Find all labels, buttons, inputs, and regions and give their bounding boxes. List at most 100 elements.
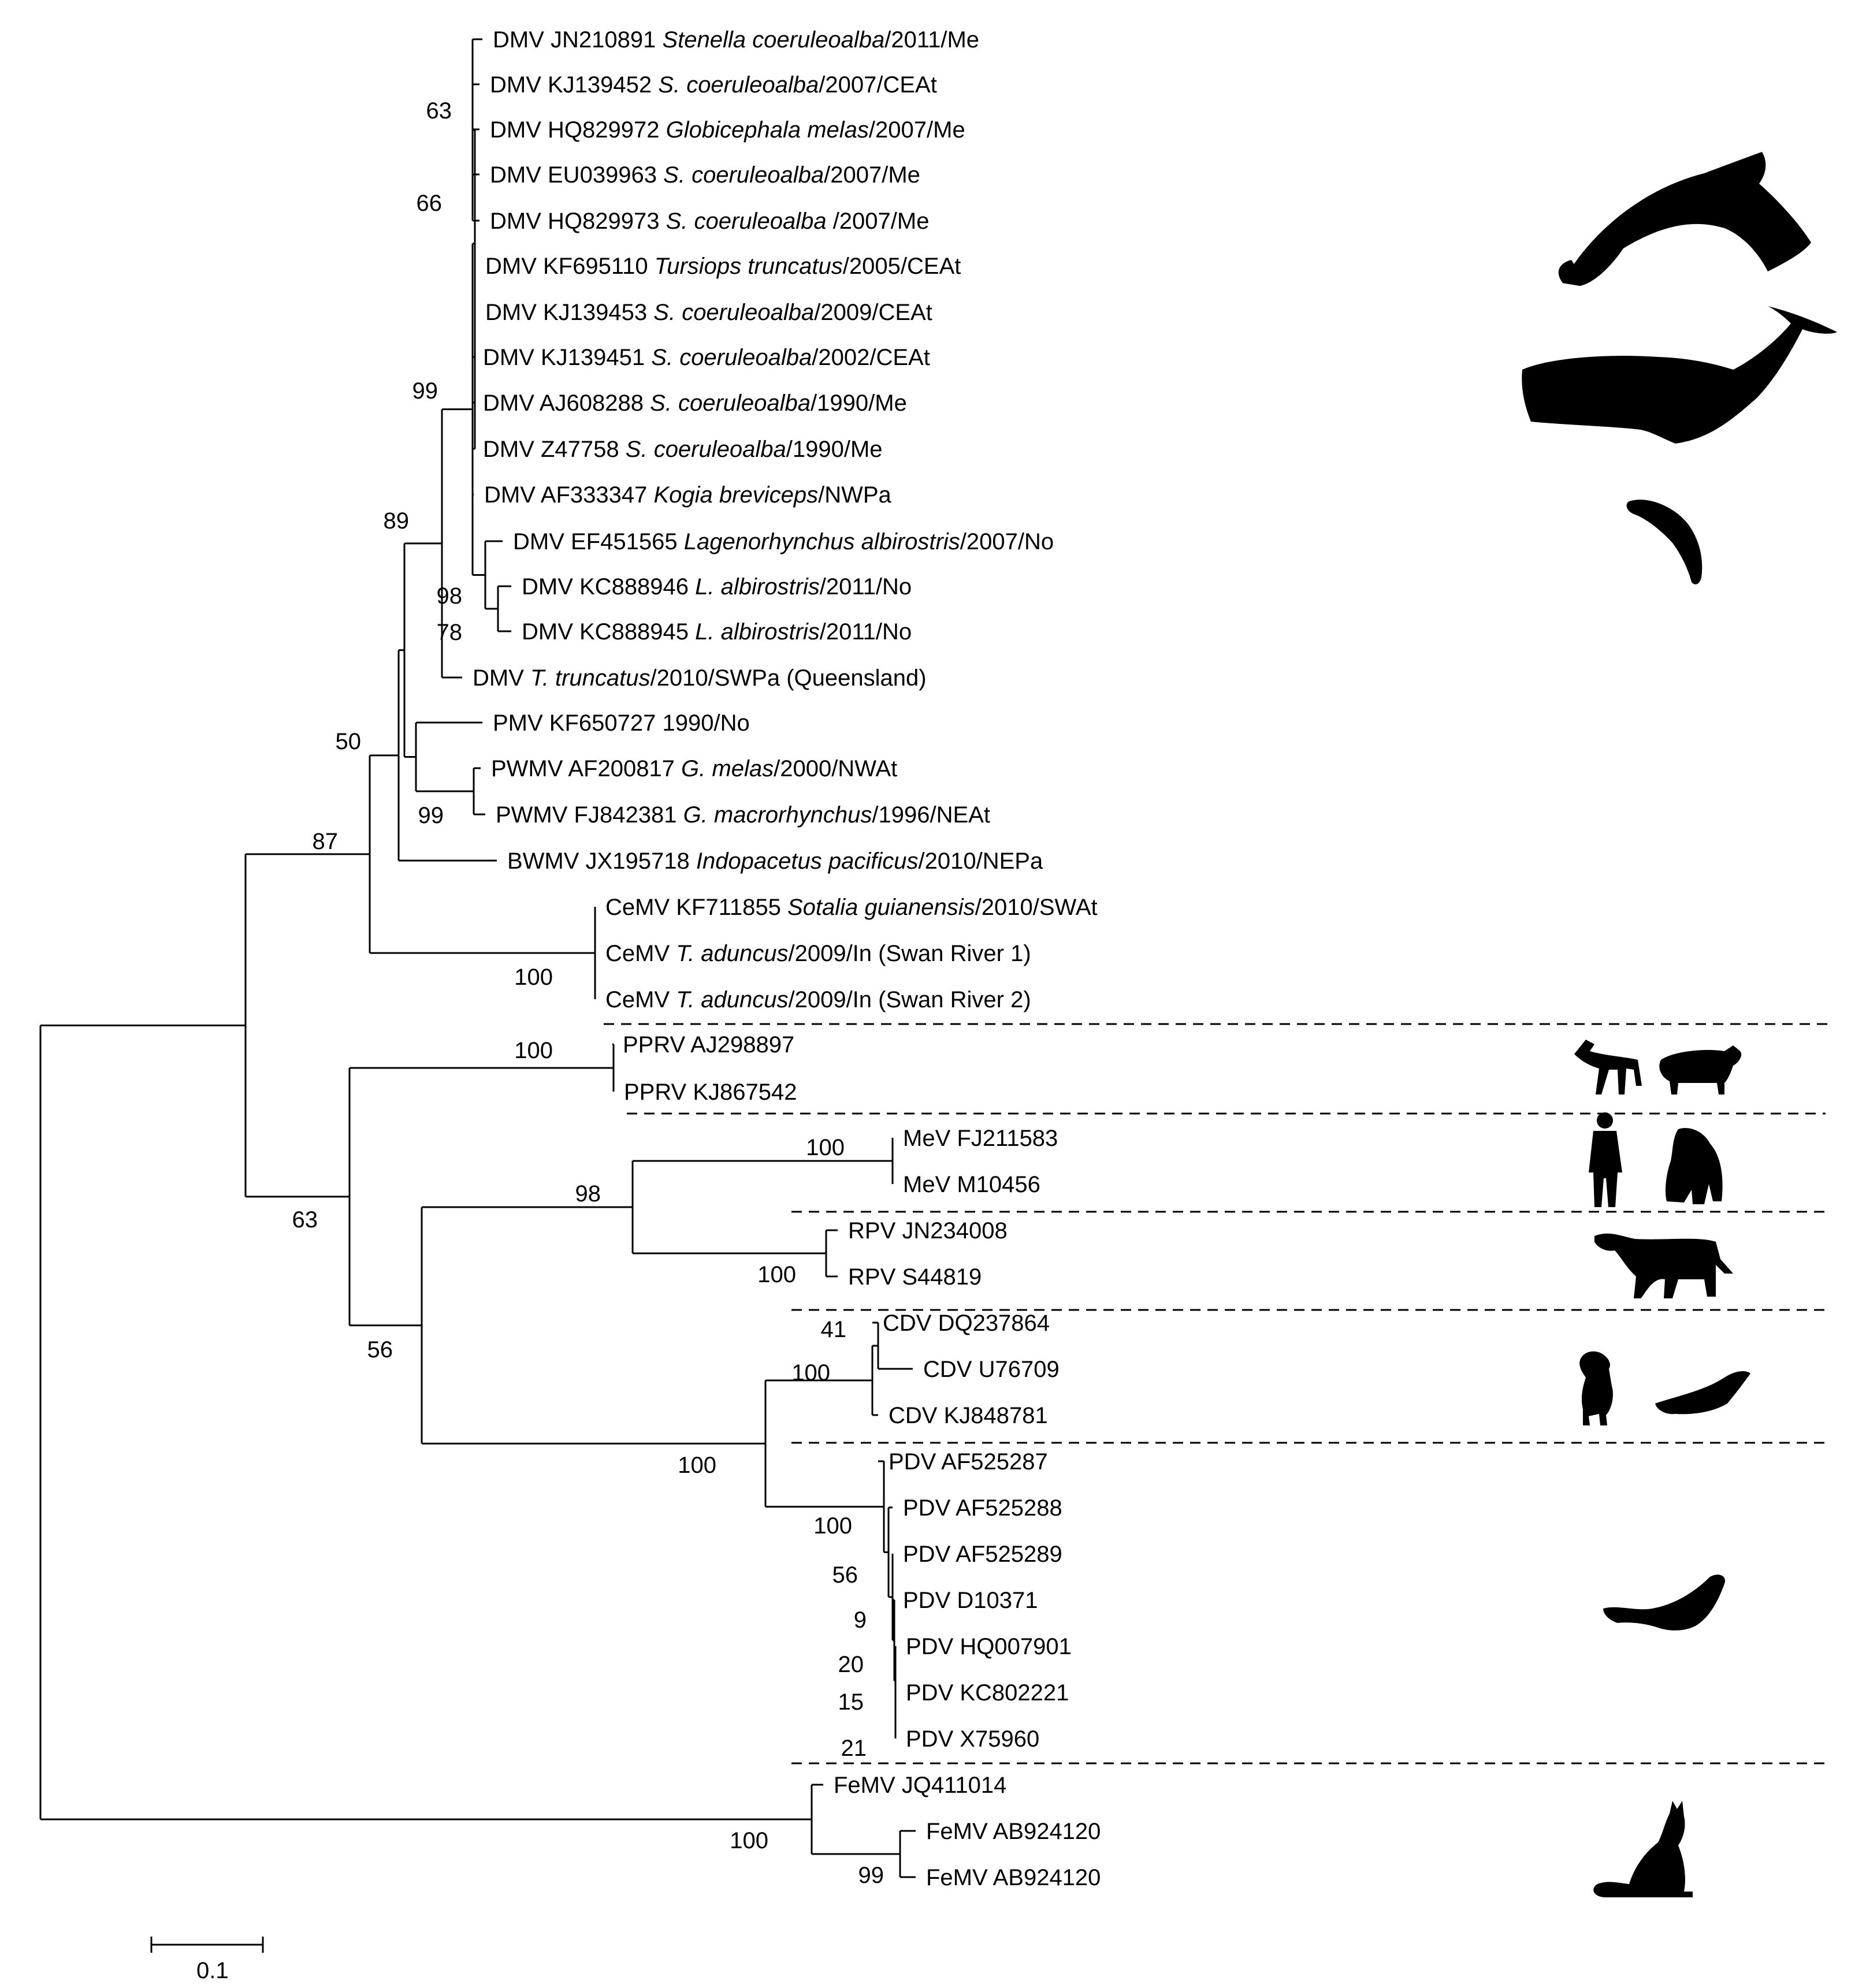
taxon-text: DMV KC888946: [522, 574, 695, 600]
bootstrap-value: 98: [575, 1181, 601, 1207]
taxon-text: DMV Z47758: [483, 437, 626, 462]
bootstrap-value: 100: [757, 1262, 796, 1287]
bootstrap-value: 89: [384, 508, 410, 534]
taxon-text: CeMV: [605, 987, 676, 1012]
taxon-text: DMV EF451565: [513, 529, 684, 554]
taxon-label: FeMV JQ411014: [834, 1773, 1006, 1798]
taxon-label: PDV D10371: [903, 1588, 1038, 1613]
porpoise-icon: [1626, 500, 1703, 585]
sheep-icon: [1659, 1045, 1742, 1094]
taxon-text: MeV FJ211583: [903, 1126, 1058, 1151]
taxon-text: /2000/NWAt: [774, 756, 897, 781]
taxon-label: DMV KF695110 Tursiops truncatus/2005/CEA…: [485, 254, 961, 279]
taxon-species: S. coeruleoalba: [653, 300, 814, 325]
bootstrap-value: 66: [417, 191, 443, 216]
taxon-label: CDV U76709: [923, 1357, 1060, 1382]
taxon-text: DMV HQ829972: [490, 117, 666, 143]
bootstrap-value: 100: [791, 1360, 830, 1386]
taxon-species: Indopacetus pacificus: [696, 848, 919, 874]
taxon-label: PDV AF525289: [903, 1542, 1062, 1567]
taxon-species: Kogia breviceps: [654, 482, 819, 508]
taxon-species: T. aduncus: [676, 941, 788, 966]
taxon-text: FeMV JQ411014: [834, 1773, 1006, 1798]
taxon-text: PWMV AF200817: [491, 756, 681, 781]
taxon-label: DMV EU039963 S. coeruleoalba/2007/Me: [490, 162, 920, 188]
taxon-label: RPV S44819: [848, 1264, 982, 1290]
taxon-species: G. melas: [681, 756, 774, 781]
bootstrap-value: 63: [426, 98, 452, 124]
taxon-label: PDV AF525287: [889, 1449, 1048, 1475]
taxon-text: /NWPa: [818, 482, 891, 508]
taxon-label: PWMV AF200817 G. melas/2000/NWAt: [491, 756, 897, 781]
taxon-species: S. coeruleoalba: [666, 209, 833, 234]
taxon-label: PPRV AJ298897: [623, 1032, 794, 1058]
taxon-text: CDV DQ237864: [883, 1311, 1050, 1336]
bootstrap-value: 78: [437, 620, 463, 645]
taxon-text: CeMV: [605, 941, 676, 966]
taxon-label: BWMV JX195718 Indopacetus pacificus/2010…: [507, 848, 1043, 874]
taxon-label: PDV AF525288: [903, 1495, 1062, 1521]
bootstrap-value: 99: [858, 1863, 884, 1888]
taxon-species: S. coeruleoalba: [651, 345, 812, 370]
taxon-text: /2009/CEAt: [814, 300, 932, 325]
bootstrap-value: 63: [292, 1207, 318, 1233]
bootstrap-value: 20: [838, 1652, 864, 1677]
taxon-species: Lagenorhynchus albirostris: [684, 529, 960, 554]
taxon-text: /2007/CEAt: [819, 72, 937, 98]
taxon-text: /2005/CEAt: [843, 254, 961, 279]
taxon-label: PWMV FJ842381 G. macrorhynchus/1996/NEAt: [496, 802, 990, 828]
taxon-text: /2009/In (Swan River 2): [788, 987, 1031, 1012]
bootstrap-value: 98: [437, 583, 463, 609]
bootstrap-value: 100: [678, 1453, 716, 1478]
taxon-text: CDV U76709: [923, 1357, 1060, 1382]
taxon-text: BWMV JX195718: [507, 848, 696, 874]
taxon-text: /2002/CEAt: [812, 345, 930, 370]
cat-icon: [1593, 1801, 1693, 1897]
taxon-text: DMV KJ139452: [490, 72, 658, 98]
taxon-label: DMV JN210891 Stenella coeruleoalba/2011/…: [493, 27, 979, 53]
taxon-species: L. albirostris: [695, 574, 820, 600]
taxon-text: PDV AF525287: [889, 1449, 1048, 1475]
taxon-text: /1996/NEAt: [872, 802, 990, 828]
taxon-text: DMV AF333347: [484, 482, 654, 508]
taxon-label: MeV FJ211583: [903, 1126, 1058, 1151]
taxon-label: PMV KF650727 1990/No: [493, 710, 750, 736]
taxon-text: /2007/Me: [833, 209, 930, 234]
bootstrap-value: 9: [854, 1607, 867, 1633]
taxon-label: CeMV T. aduncus/2009/In (Swan River 1): [605, 941, 1031, 966]
bootstrap-value: 99: [418, 803, 444, 828]
bootstrap-value: 15: [838, 1689, 864, 1715]
cow-icon: [1594, 1233, 1733, 1298]
taxon-text: RPV S44819: [848, 1264, 982, 1290]
bootstrap-values: 6366998998785099871001006310098100564110…: [292, 98, 884, 1888]
taxon-text: DMV AJ608288: [483, 390, 650, 416]
taxon-text: RPV JN234008: [848, 1218, 1008, 1244]
taxon-label: DMV KJ139452 S. coeruleoalba/2007/CEAt: [490, 72, 937, 98]
taxon-text: PWMV FJ842381: [496, 802, 683, 828]
taxon-text: DMV HQ829973: [490, 209, 666, 234]
taxon-text: PDV HQ007901: [906, 1634, 1072, 1659]
taxon-text: PDV AF525288: [903, 1495, 1062, 1521]
taxon-labels: DMV JN210891 Stenella coeruleoalba/2011/…: [473, 27, 1101, 1890]
bootstrap-value: 50: [336, 729, 362, 754]
taxon-text: PMV KF650727 1990/No: [493, 710, 750, 736]
sperm-whale-icon: [1522, 306, 1837, 444]
taxon-text: /2009/In (Swan River 1): [788, 941, 1031, 966]
bootstrap-value: 100: [806, 1135, 845, 1160]
taxon-species: S. coeruleoalba: [658, 72, 819, 98]
human-icon: [1589, 1112, 1622, 1207]
bootstrap-value: 56: [832, 1562, 858, 1588]
dolphin-icon: [1558, 152, 1811, 286]
taxon-text: FeMV AB924120: [926, 1819, 1101, 1844]
taxon-label: DMV HQ829972 Globicephala melas/2007/Me: [490, 117, 965, 143]
taxon-species: T. truncatus: [530, 665, 651, 691]
taxon-text: /2010/SWAt: [975, 895, 1098, 920]
taxon-text: PDV AF525289: [903, 1542, 1062, 1567]
taxon-label: CDV KJ848781: [889, 1403, 1048, 1428]
taxon-text: DMV KJ139453: [485, 300, 653, 325]
taxon-text: PPRV KJ867542: [624, 1079, 797, 1105]
taxon-label: RPV JN234008: [848, 1218, 1008, 1244]
taxon-label: DMV KJ139453 S. coeruleoalba/2009/CEAt: [485, 300, 932, 325]
